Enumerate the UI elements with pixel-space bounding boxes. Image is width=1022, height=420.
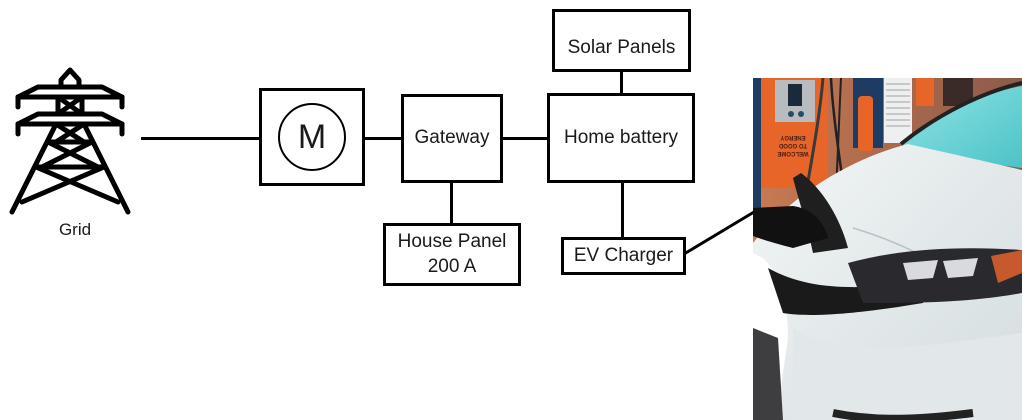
- transmission-tower-icon: [9, 67, 131, 215]
- ev-charging-photo: WELCOME TO GOOD ENERGY: [753, 78, 1022, 420]
- headlight: [848, 248, 1022, 303]
- windshield: [903, 86, 1022, 168]
- edge-ev-charger-photo: [683, 210, 755, 256]
- house-panel-rating: 200 A: [427, 255, 477, 277]
- grid-label: Grid: [58, 220, 92, 239]
- ev-charger-label: EV Charger: [573, 244, 674, 266]
- svg-text:TO GOOD: TO GOOD: [778, 142, 807, 148]
- edge-solar-battery: [620, 70, 623, 96]
- edge-grid-meter: [141, 137, 261, 140]
- edge-gateway-house-panel: [450, 180, 453, 226]
- house-panel-label: House Panel: [397, 230, 507, 252]
- home-battery-box: Home battery: [547, 93, 695, 183]
- edge-meter-gateway: [362, 137, 404, 140]
- svg-text:ENERGY: ENERGY: [780, 134, 805, 140]
- electric-meter-icon: M: [278, 103, 346, 171]
- meter-box: M: [259, 88, 365, 186]
- meter-label: M: [297, 117, 327, 156]
- edge-gateway-battery: [500, 137, 550, 140]
- svg-text:WELCOME: WELCOME: [777, 150, 808, 156]
- gateway-box: Gateway: [401, 94, 503, 183]
- solar-panels-label: Solar Panels: [567, 37, 676, 59]
- edge-battery-ev-charger: [621, 180, 624, 238]
- solar-panels-box: Solar Panels: [552, 9, 691, 72]
- ev-charger-box: EV Charger: [561, 237, 686, 275]
- charge-plug: [753, 206, 828, 248]
- home-battery-label: Home battery: [563, 126, 679, 148]
- house-panel-box: House Panel 200 A: [383, 223, 521, 286]
- gateway-label: Gateway: [414, 127, 490, 149]
- ev-photo-illustration: WELCOME TO GOOD ENERGY: [753, 78, 1022, 420]
